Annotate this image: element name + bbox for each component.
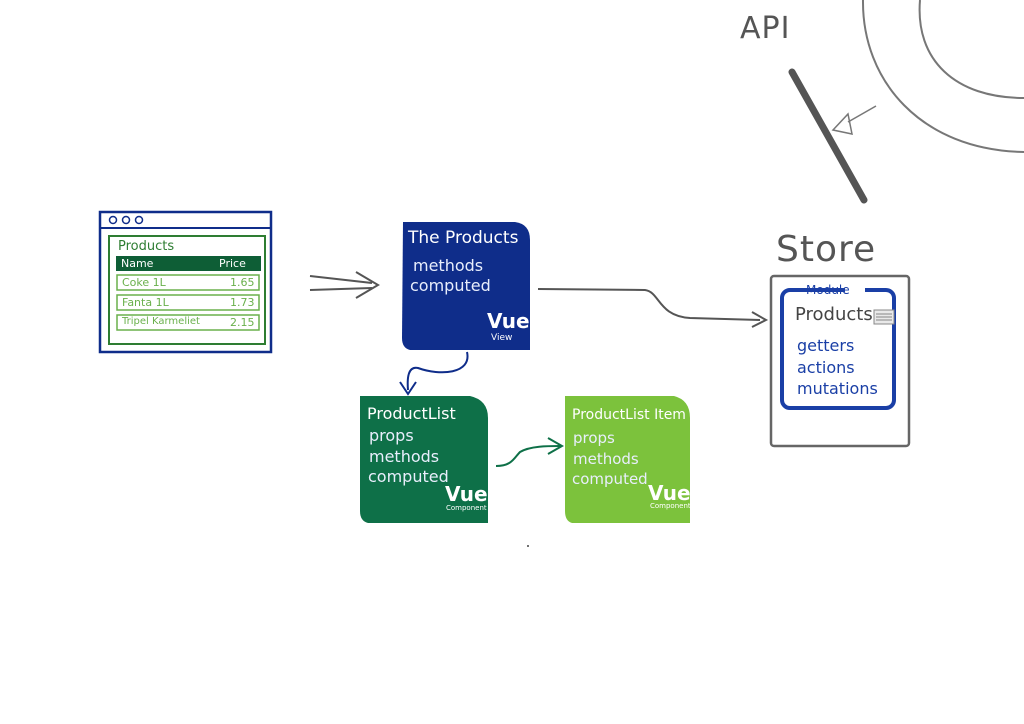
the-products-title: The Products	[408, 228, 519, 248]
row-2-name: Fanta 1L	[122, 296, 169, 309]
row-1-name: Coke 1L	[122, 276, 166, 289]
row-3-price: 2.15	[230, 316, 255, 329]
product-list-item-methods: methods	[573, 450, 639, 468]
product-list-item-props: props	[573, 429, 615, 447]
the-products-methods: methods	[413, 256, 484, 275]
store-module-frame	[780, 288, 896, 410]
vue-logo: Vue	[487, 309, 530, 333]
product-list-props: props	[369, 426, 414, 445]
row-2-price: 1.73	[230, 296, 255, 309]
view-to-store-arrow	[537, 288, 761, 321]
column-header-price: Price	[219, 257, 246, 270]
store-actions: actions	[797, 358, 855, 377]
vue-component-label: Component	[446, 504, 487, 512]
module-label-gap	[845, 284, 865, 294]
view-to-list-arrow	[406, 351, 469, 391]
store-mutations: mutations	[797, 379, 878, 398]
column-header-name: Name	[121, 257, 154, 270]
product-list-title: ProductList	[367, 404, 456, 423]
product-list-item-box	[565, 396, 690, 523]
double-arrow-head	[355, 271, 380, 299]
api-arrow-line	[847, 105, 877, 123]
browser-dot-icon	[108, 215, 118, 225]
products-table-row	[116, 274, 260, 291]
api-arrow-head	[831, 112, 853, 135]
product-list-box	[360, 396, 488, 523]
product-list-item-title: ProductList Item	[572, 407, 686, 423]
vue-component-label: Component	[650, 502, 691, 510]
store-label: Store	[776, 229, 877, 270]
products-table-row	[116, 314, 260, 331]
list-to-item-arrow-head	[547, 437, 565, 455]
api-interface-bar	[788, 68, 868, 204]
browser-products-title: Products	[118, 239, 175, 254]
store-module-label: Module	[806, 283, 850, 297]
double-arrow-top	[309, 275, 373, 284]
list-to-item-arrow	[495, 445, 561, 467]
api-server-outer-curve	[861, 0, 1024, 153]
row-1-price: 1.65	[230, 276, 255, 289]
store-module-name: Products	[795, 304, 873, 325]
products-panel	[108, 235, 266, 345]
view-to-store-arrow-head	[751, 311, 769, 328]
products-table-header	[116, 256, 261, 271]
api-server-inner-curve	[918, 0, 1024, 99]
store-getters: getters	[797, 336, 855, 355]
products-table-row	[116, 294, 260, 311]
browser-dot-icon	[134, 215, 144, 225]
vue-logo: Vue	[648, 481, 691, 505]
the-products-box	[402, 222, 530, 350]
vue-logo: Vue	[445, 482, 488, 506]
vue-view-label: View	[491, 333, 513, 343]
api-label: API	[740, 11, 791, 46]
row-3-name: Tripel Karmeliet	[122, 316, 200, 327]
product-list-item-computed: computed	[572, 470, 648, 488]
browser-dot-icon	[121, 215, 131, 225]
the-products-computed: computed	[410, 276, 491, 295]
product-list-methods: methods	[369, 447, 440, 466]
product-list-computed: computed	[368, 467, 449, 486]
stray-dot	[527, 545, 529, 547]
double-arrow-bottom	[309, 287, 373, 291]
view-to-list-arrow-head	[399, 381, 417, 396]
